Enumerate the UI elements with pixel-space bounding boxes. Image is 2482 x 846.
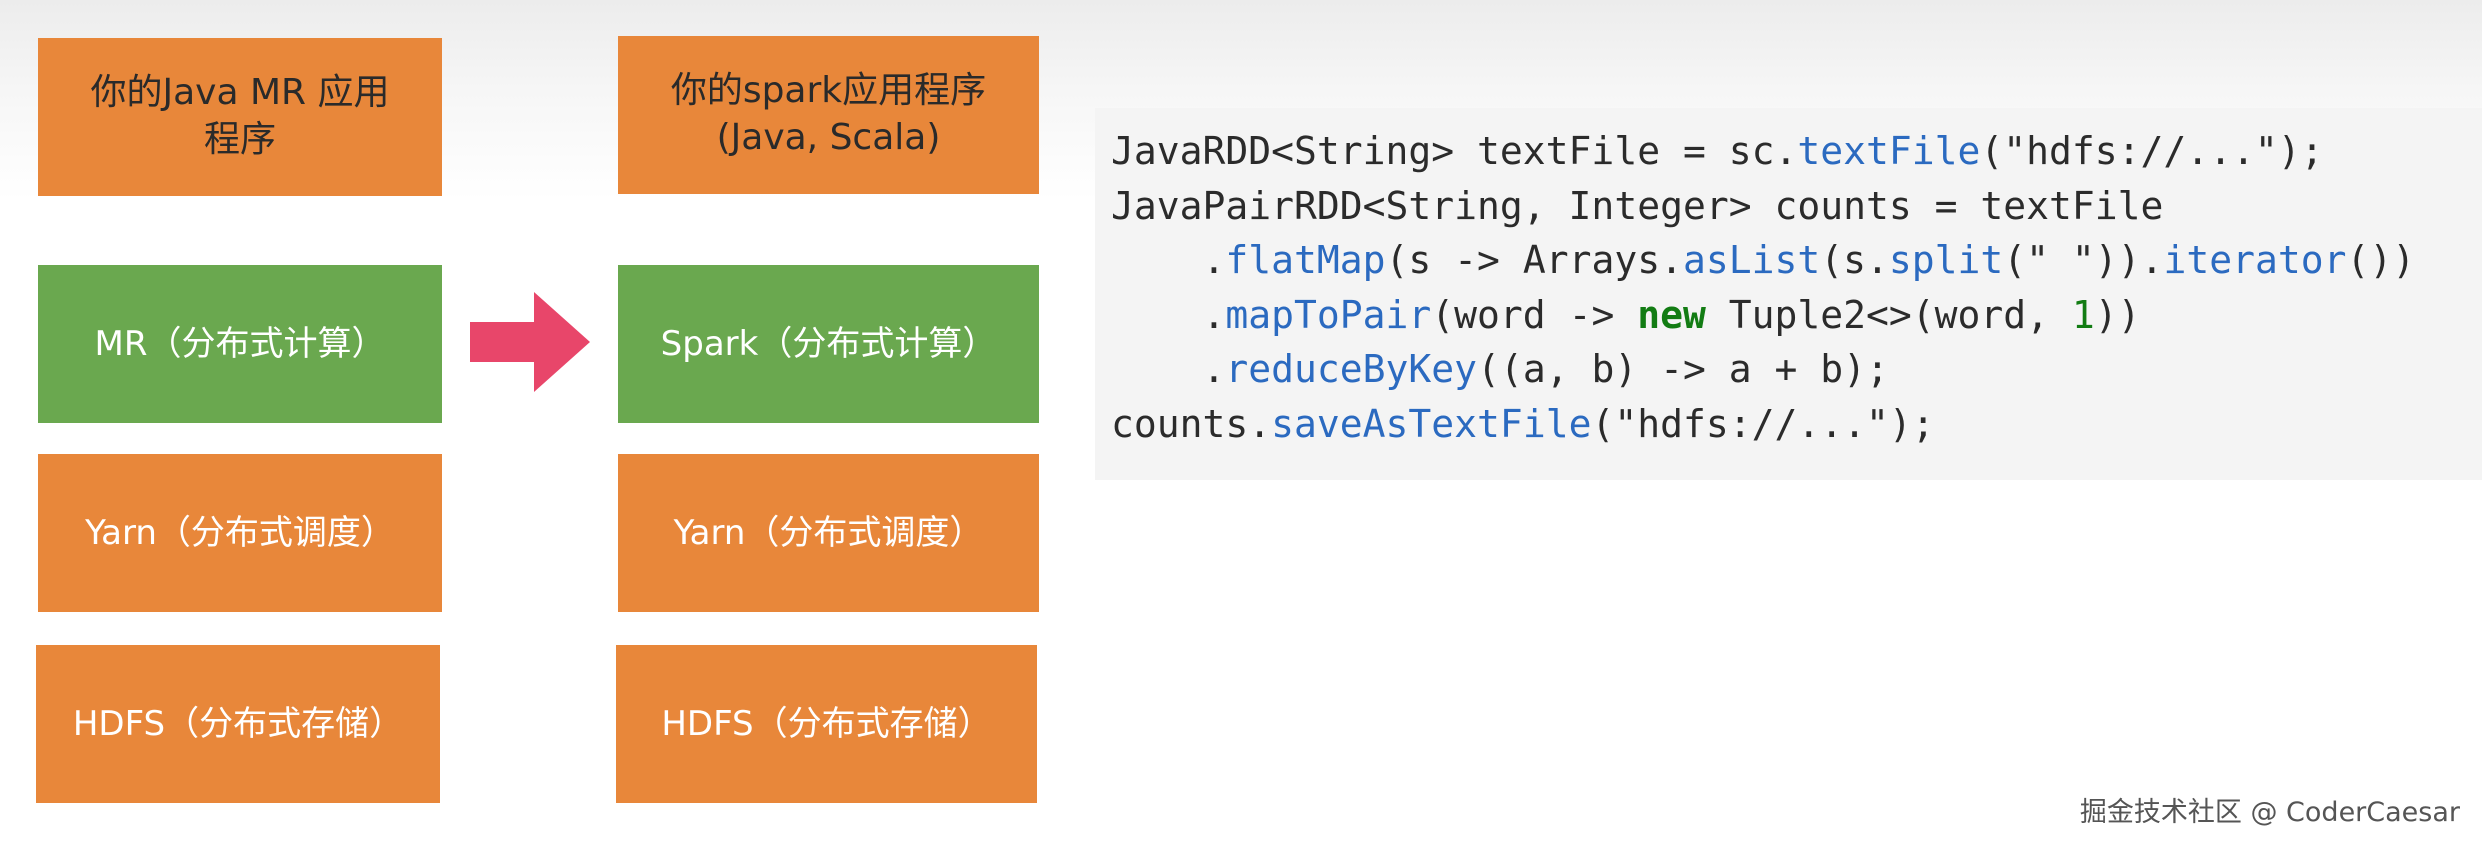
code-token-plain: ("hdfs://..."); (1980, 129, 2324, 173)
code-token-plain: . (1111, 347, 1226, 391)
code-token-method: mapToPair (1225, 292, 1432, 337)
code-token-plain: Tuple2<>(word, (1705, 292, 2072, 337)
code-token-plain: (s. (1820, 238, 1889, 282)
code-token-keyword: new (1637, 292, 1706, 337)
code-token-plain: (word -> (1431, 292, 1638, 337)
code-token-plain: . (1111, 238, 1226, 282)
code-token-plain: . (1111, 292, 1226, 337)
code-line: .flatMap(s -> Arrays.asList(s.split(" ")… (1111, 233, 2482, 288)
watermark-text: 掘金技术社区 @ CoderCaesar (2079, 797, 2460, 828)
mr-compute-label: MR（分布式计算） (94, 323, 386, 364)
right-yarn-label: Yarn（分布式调度） (673, 512, 984, 553)
code-line: .reduceByKey((a, b) -> a + b); (1111, 342, 2482, 397)
code-token-method: iterator (2163, 238, 2347, 282)
right-hdfs-box: HDFS（分布式存储） (616, 645, 1037, 803)
left-hdfs-box: HDFS（分布式存储） (36, 645, 440, 803)
code-token-plain: JavaRDD<String> textFile = sc. (1111, 129, 1798, 173)
spark-app-label: 你的spark应用程序 (Java, Scala) (670, 70, 987, 158)
code-snippet-panel: JavaRDD<String> textFile = sc.textFile("… (1095, 108, 2482, 480)
code-token-plain: (" ")). (2003, 238, 2164, 282)
code-line: JavaRDD<String> textFile = sc.textFile("… (1111, 124, 2482, 179)
spark-compute-box: Spark（分布式计算） (618, 265, 1039, 423)
code-line: JavaPairRDD<String, Integer> counts = te… (1111, 179, 2482, 234)
java-mr-app-label: 你的Java MR 应用 程序 (90, 72, 390, 160)
spark-app-box: 你的spark应用程序 (Java, Scala) (618, 36, 1039, 194)
code-token-number: 1 (2071, 292, 2095, 337)
code-line: counts.saveAsTextFile("hdfs://..."); (1111, 397, 2482, 452)
code-token-plain: ((a, b) -> a + b); (1477, 347, 1889, 391)
mr-compute-box: MR（分布式计算） (38, 265, 442, 423)
code-token-method: textFile (1797, 129, 1981, 173)
java-mr-app-box: 你的Java MR 应用 程序 (38, 38, 442, 196)
left-hdfs-label: HDFS（分布式存储） (72, 703, 404, 744)
code-token-plain: JavaPairRDD<String, Integer> counts = te… (1111, 183, 2164, 228)
left-yarn-label: Yarn（分布式调度） (85, 512, 395, 553)
code-token-plain: ("hdfs://..."); (1591, 401, 1935, 446)
code-token-plain: ()) (2346, 238, 2416, 282)
code-token-plain: )) (2094, 292, 2141, 337)
code-token-plain: counts. (1111, 401, 1272, 446)
right-arrow-icon (470, 292, 590, 392)
right-hdfs-label: HDFS（分布式存储） (661, 703, 992, 744)
right-yarn-box: Yarn（分布式调度） (618, 454, 1039, 612)
code-token-method: flatMap (1225, 238, 1386, 282)
code-line: .mapToPair(word -> new Tuple2<>(word, 1)… (1111, 288, 2482, 343)
code-token-method: saveAsTextFile (1271, 401, 1592, 446)
code-token-plain: (s -> Arrays. (1385, 238, 1683, 282)
code-token-method: asList (1682, 238, 1821, 282)
left-yarn-box: Yarn（分布式调度） (38, 454, 442, 612)
code-token-method: reduceByKey (1225, 347, 1478, 391)
code-token-method: split (1888, 238, 2004, 282)
spark-compute-label: Spark（分布式计算） (660, 323, 997, 364)
